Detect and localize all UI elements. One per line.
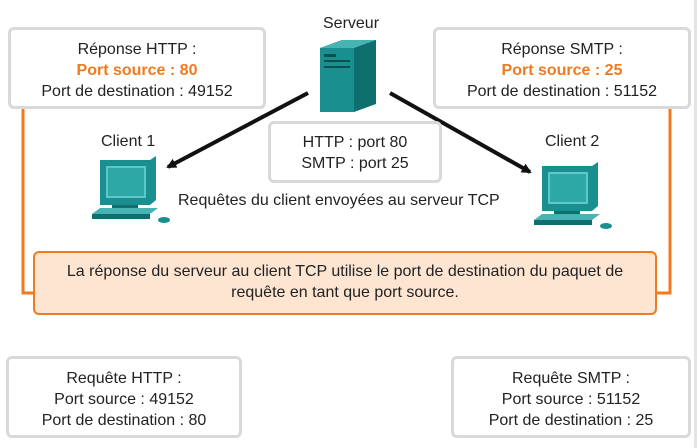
smtp-request-dest-port: Port de destination : 25	[488, 412, 654, 429]
client2-computer-icon	[534, 162, 612, 229]
right-edge-divider	[694, 0, 697, 448]
client1-computer-icon	[92, 156, 170, 223]
note-line-1: La réponse du serveur au client TCP util…	[66, 263, 624, 280]
client2-label: Client 2	[545, 133, 600, 150]
smtp-response-box: Réponse SMTP : Port source : 25 Port de …	[433, 27, 691, 109]
http-request-title: Requête HTTP :	[66, 370, 182, 387]
http-response-title: Réponse HTTP :	[77, 41, 197, 58]
server-icon	[320, 40, 376, 112]
smtp-request-box: Requête SMTP : Port source : 51152 Port …	[451, 356, 691, 438]
arrow-server-to-client2	[389, 91, 532, 174]
smtp-request-title: Requête SMTP :	[512, 370, 630, 387]
explanation-note: La réponse du serveur au client TCP util…	[33, 251, 657, 315]
smtp-response-dest-port: Port de destination : 51152	[466, 83, 658, 100]
http-request-dest-port: Port de destination : 80	[41, 412, 207, 429]
server-label: Serveur	[323, 15, 380, 32]
http-response-dest-port: Port de destination : 49152	[41, 83, 233, 100]
smtp-response-title: Réponse SMTP :	[501, 41, 623, 58]
smtp-response-source-port: Port source : 25	[501, 62, 623, 79]
server-http-port: HTTP : port 80	[302, 134, 408, 151]
http-request-source-port: Port source : 49152	[54, 391, 194, 408]
server-smtp-port: SMTP : port 25	[301, 155, 409, 172]
requests-caption: Requêtes du client envoyées au serveur T…	[178, 192, 500, 209]
smtp-request-source-port: Port source : 51152	[501, 391, 641, 408]
http-request-box: Requête HTTP : Port source : 49152 Port …	[6, 356, 242, 438]
http-response-box: Réponse HTTP : Port source : 80 Port de …	[8, 27, 266, 109]
arrow-server-to-client1	[166, 91, 309, 169]
server-ports-box: HTTP : port 80 SMTP : port 25	[268, 121, 442, 183]
http-response-source-port: Port source : 80	[76, 62, 198, 79]
note-line-2: requête en tant que port source.	[231, 284, 459, 301]
client1-label: Client 1	[101, 133, 156, 150]
